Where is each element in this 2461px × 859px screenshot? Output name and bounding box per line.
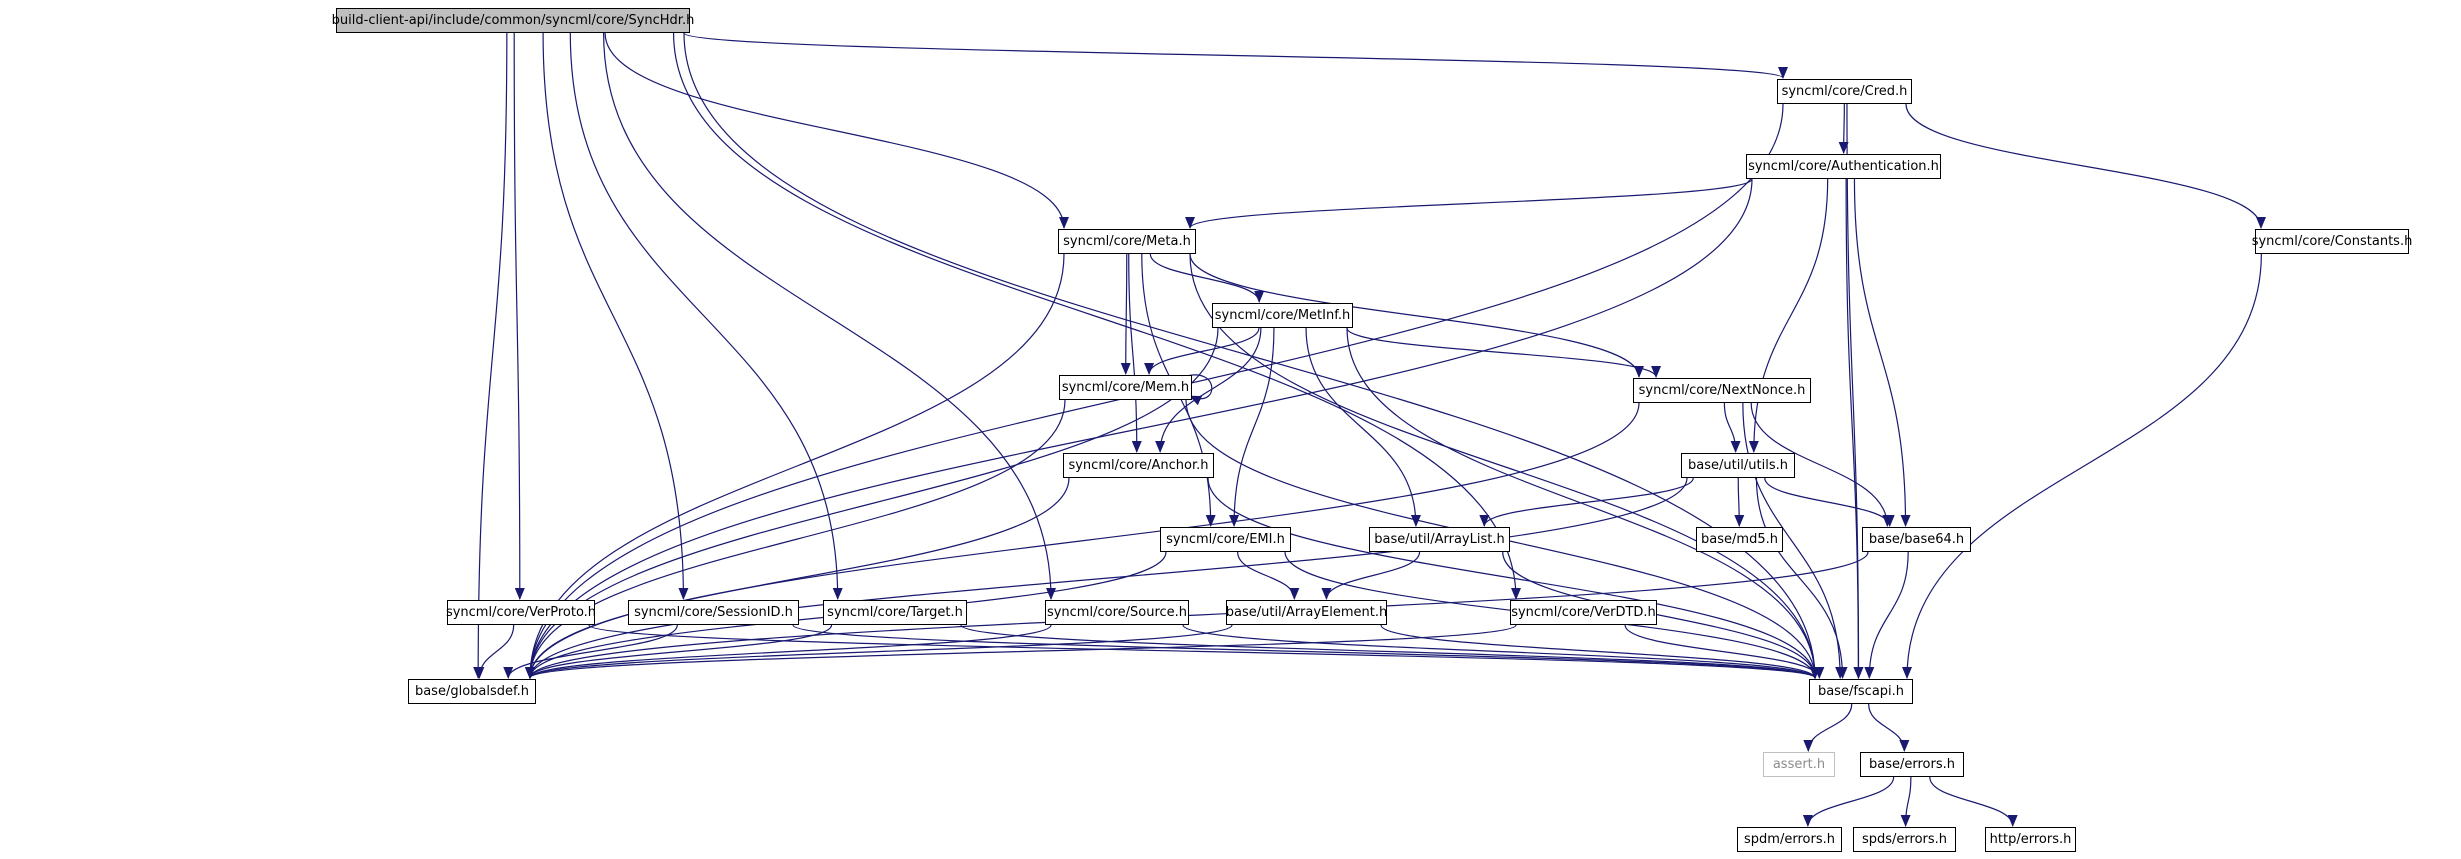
edge-utils-to-base64 [1764,477,1895,527]
edge-anchor-to-globalsdef [525,477,1070,679]
edge-authentication-to-fscapi [1845,178,1864,679]
edge-nextnonce-to-fscapi [1742,402,1846,679]
edge-metinf-to-emi [1229,327,1275,527]
edge-metinf-to-mem [1144,327,1260,375]
edge-meta-to-globalsdef [525,253,1065,679]
edge-base64-to-fscapi [1864,551,1909,679]
edge-synchdr-to-sessionid [542,32,689,600]
edge-verproto-to-fscapi [588,624,1820,679]
edge-synchdr-to-cred [683,32,1788,79]
edge-cred-to-constants [1905,103,2266,229]
edge-arraylist-to-arrayelement [1321,551,1421,600]
edge-source-to-globalsdef [525,624,1052,679]
edge-synchdr-to-verdtd [672,32,1521,600]
node-arraylist[interactable]: base/util/ArrayList.h [1369,527,1510,552]
node-constants[interactable]: syncml/core/Constants.h [2252,229,2412,254]
edge-authentication-to-utils [1748,178,1829,453]
node-globalsdef[interactable]: base/globalsdef.h [408,679,536,704]
edge-verproto-to-globalsdef [474,624,515,679]
edge-cred-to-authentication [1838,103,1849,154]
node-mem[interactable]: syncml/core/Mem.h [1059,375,1192,400]
edge-errors-to-http_errors [1929,776,2018,827]
edge-sessionid-to-globalsdef [503,624,678,679]
node-synchdr: build-client-api/include/common/syncml/c… [332,8,694,33]
edge-synchdr-to-source [603,32,1056,600]
edge-metinf-to-anchor [1155,327,1262,453]
node-anchor[interactable]: syncml/core/Anchor.h [1063,453,1214,478]
edge-constants-to-fscapi [1902,253,2262,679]
edge-fscapi-to-errors [1868,703,1910,752]
edge-emi-to-arrayelement [1237,551,1300,600]
edge-synchdr-to-meta [604,32,1069,229]
edge-meta-to-metinf [1149,253,1265,303]
node-verdtd[interactable]: syncml/core/VerDTD.h [1510,600,1657,625]
edge-utils-to-globalsdef [525,477,1688,679]
edge-utils-to-fscapi [1755,477,1848,679]
edge-mem-to-globalsdef [525,399,1066,679]
edge-utils-to-md5 [1734,477,1745,527]
edge-authentication-to-globalsdef [525,178,1753,679]
edge-meta-to-nextnonce [1189,253,1644,378]
edge-nextnonce-to-base64 [1750,402,1893,527]
edge-source-to-fscapi [1182,624,1820,679]
node-emi[interactable]: syncml/core/EMI.h [1160,527,1291,552]
edge-metinf-to-arraylist [1305,327,1421,527]
edge-sessionid-to-fscapi [792,624,1820,679]
edge-anchor-to-fscapi [1207,477,1820,679]
edge-errors-to-spds_errors [1900,776,1912,827]
edge-fscapi-to-assert [1803,703,1853,752]
edge-metinf-to-nextnonce [1346,327,1661,378]
node-authentication[interactable]: syncml/core/Authentication.h [1746,154,1941,179]
node-metinf[interactable]: syncml/core/MetInf.h [1212,303,1353,328]
node-utils[interactable]: base/util/utils.h [1681,453,1795,478]
edge-cred-to-fscapi [1846,103,1864,679]
node-target[interactable]: syncml/core/Target.h [823,600,967,625]
edge-authentication-to-base64 [1853,178,1911,527]
edge-arrayelement-to-globalsdef [525,624,1233,679]
edge-meta-to-fscapi [1189,253,1820,679]
edge-verdtd-to-fscapi [1624,624,1825,679]
node-sessionid[interactable]: syncml/core/SessionID.h [628,600,799,625]
edge-mem-to-mem [1183,374,1213,406]
node-spdm-errors[interactable]: spdm/errors.h [1737,827,1842,852]
node-nextnonce[interactable]: syncml/core/NextNonce.h [1633,378,1811,403]
node-source[interactable]: syncml/core/Source.h [1045,600,1189,625]
edge-synchdr-to-globalsdef [473,32,508,679]
node-errors[interactable]: base/errors.h [1860,752,1964,777]
edge-synchdr-to-verproto [513,32,525,600]
edge-nextnonce-to-utils [1723,402,1741,453]
edge-base64-to-globalsdef [525,551,1869,679]
edge-synchdr-to-target [569,32,843,600]
edge-verdtd-to-globalsdef [525,624,1517,679]
edge-target-to-globalsdef [525,624,833,679]
node-base64[interactable]: base/base64.h [1862,527,1971,552]
node-spds-errors[interactable]: spds/errors.h [1853,827,1956,852]
edge-authentication-to-meta [1185,178,1753,229]
node-assert: assert.h [1763,752,1835,777]
node-http-errors[interactable]: http/errors.h [1985,827,2076,852]
node-fscapi[interactable]: base/fscapi.h [1809,679,1913,704]
node-cred[interactable]: syncml/core/Cred.h [1777,79,1912,104]
edge-arrayelement-to-fscapi [1380,624,1820,679]
edge-meta-to-mem [1120,253,1131,375]
node-md5[interactable]: base/md5.h [1696,527,1783,552]
node-meta[interactable]: syncml/core/Meta.h [1058,229,1196,254]
node-arrayelement[interactable]: base/util/ArrayElement.h [1226,600,1387,625]
node-verproto[interactable]: syncml/core/VerProto.h [446,600,596,625]
edge-target-to-fscapi [960,624,1820,679]
edge-errors-to-spdm_errors [1802,776,1895,827]
edge-arraylist-to-fscapi [1502,551,1820,679]
